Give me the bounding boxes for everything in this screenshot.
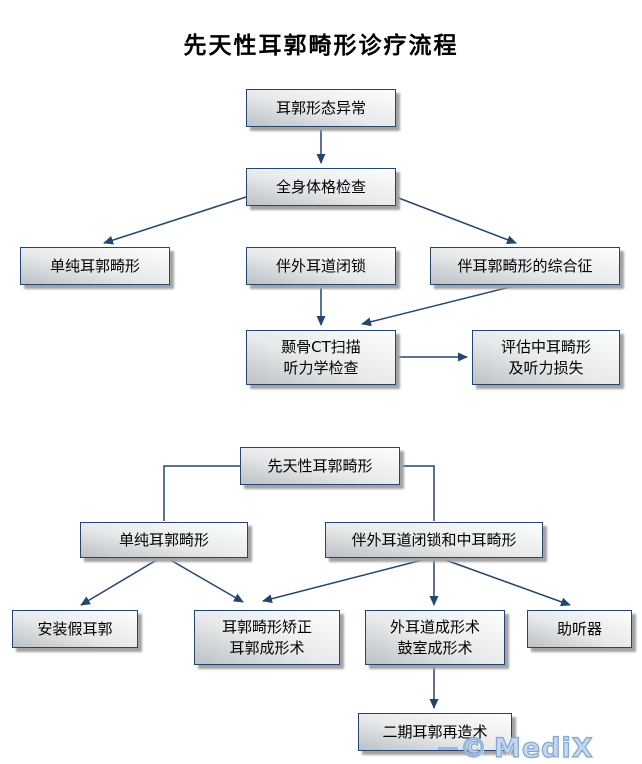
node-ear-shape-abnormal: 耳郭形态异常: [246, 89, 396, 127]
edge-atresia2-to-correction: [262, 557, 431, 604]
edge-congenital-to-simple2: [163, 465, 240, 521]
edge-syndrome-to-ct: [361, 284, 519, 327]
node-simple-deformity-2: 单纯耳郭畸形: [80, 522, 248, 558]
edge-congenital-to-atresia2: [400, 465, 435, 521]
watermark-brand: MediX: [493, 732, 594, 764]
node-simple-deformity-1: 单纯耳郭畸形: [20, 247, 170, 285]
watermark-copyright: ©: [459, 732, 488, 764]
edge-atresia2-to-hearingaid: [439, 557, 571, 607]
node-canal-tympanoplasty: 外耳道成形术 鼓室成形术: [365, 610, 505, 665]
node-atresia-middle-ear: 伴外耳道闭锁和中耳畸形: [325, 522, 543, 558]
node-prosthetic-ear: 安装假耳郭: [12, 610, 138, 648]
edge-simple2-to-correction: [166, 557, 244, 603]
diagram-title: 先天性耳郭畸形诊疗流程: [183, 33, 459, 59]
node-correction-plasty: 耳郭畸形矫正 耳郭成形术: [194, 610, 340, 665]
watermark-line-decor: [438, 747, 458, 750]
edge-exam-to-simple1: [103, 196, 247, 245]
node-canal-atresia: 伴外耳道闭锁: [246, 247, 396, 285]
node-hearing-aid: 助听器: [527, 610, 632, 648]
node-congenital-deformity: 先天性耳郭畸形: [240, 447, 400, 485]
node-evaluate-middle-ear: 评估中耳畸形 及听力损失: [472, 330, 620, 385]
edge-exam-to-syndrome: [395, 196, 517, 244]
node-ct-audiology: 颞骨CT扫描 听力学检查: [246, 330, 396, 385]
node-deformity-syndrome: 伴耳郭畸形的综合征: [430, 247, 620, 285]
node-physical-exam: 全身体格检查: [246, 168, 396, 206]
edge-simple2-to-prosthetic: [80, 557, 161, 606]
medix-watermark: © MediX: [438, 732, 594, 764]
node-stage2-reconstruction: 二期耳郭再造术: [358, 713, 512, 751]
